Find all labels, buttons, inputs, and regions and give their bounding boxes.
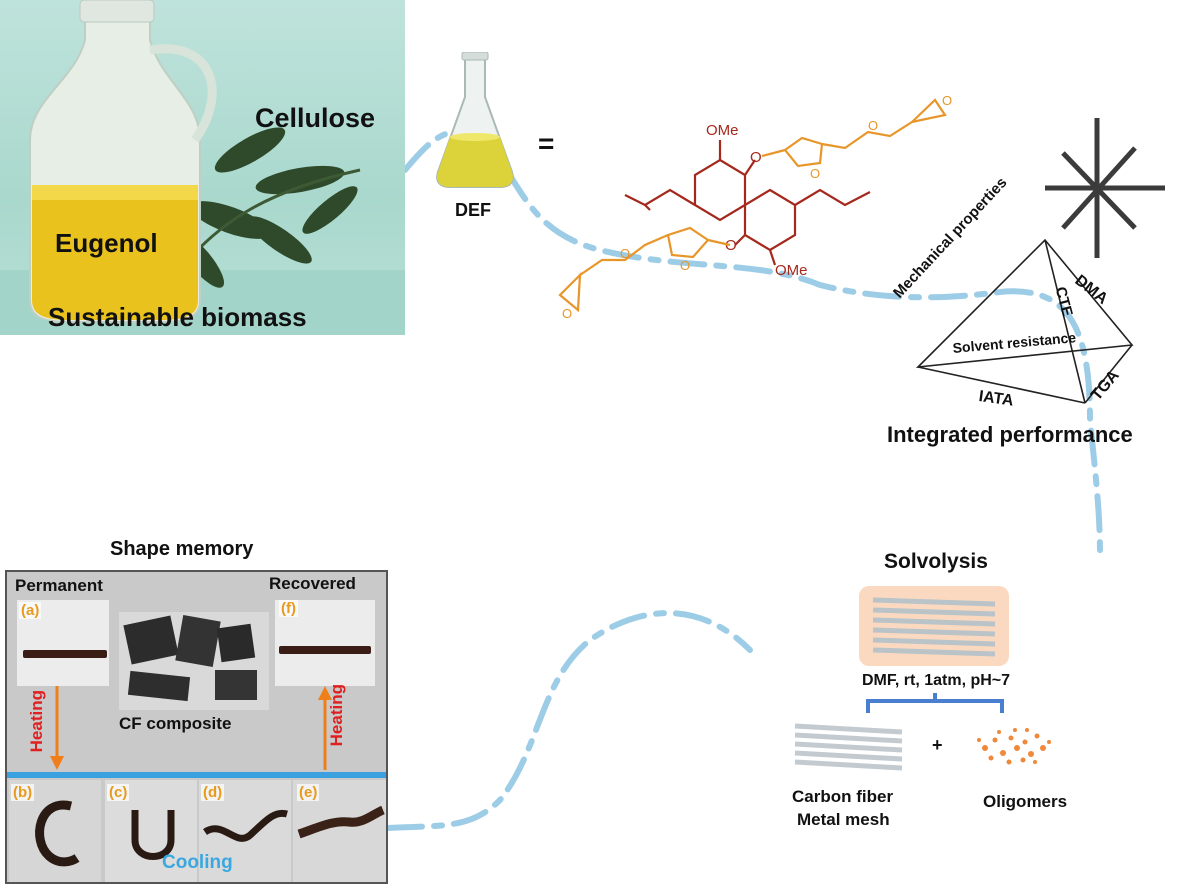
- def-label: DEF: [455, 200, 491, 220]
- def-molecule-structure: OMe OMe O O O O O O O O: [558, 93, 952, 321]
- cellulose-label: Cellulose: [255, 103, 376, 133]
- letter-a: (a): [19, 602, 42, 619]
- panel-divider: [7, 772, 386, 778]
- shape-memory-title: Shape memory: [110, 538, 254, 560]
- solvolysis-title: Solvolysis: [884, 550, 988, 573]
- permanent-label: Permanent: [15, 576, 103, 595]
- letter-b: (b): [11, 784, 35, 801]
- letter-d: (d): [201, 784, 225, 801]
- svg-text:O: O: [810, 166, 820, 181]
- solvolysis-conditions: DMF, rt, 1atm, pH~7: [862, 672, 1011, 689]
- cf-composite-label: CF composite: [119, 714, 232, 733]
- fiber-bundle-grey: [794, 723, 903, 771]
- cooling-label: Cooling: [162, 852, 233, 873]
- sample-a-photo: [17, 600, 109, 686]
- fiber-bundle-orange: [859, 586, 1009, 666]
- sustainable-biomass-label: Sustainable biomass: [48, 302, 307, 332]
- letter-c: (c): [107, 784, 130, 801]
- svg-text:O: O: [942, 93, 952, 108]
- integrated-performance-title: Integrated performance: [887, 422, 1133, 447]
- ome-top-label: OMe: [706, 122, 739, 139]
- heating-arrow-down: [50, 686, 64, 770]
- plus-sign: +: [932, 735, 943, 755]
- ome-bottom-label: OMe: [775, 262, 808, 279]
- equals-sign: =: [538, 128, 555, 159]
- oil-jar-illustration: [0, 0, 405, 335]
- recovered-label: Recovered: [269, 574, 356, 593]
- asterisk-star-icon: [1045, 118, 1165, 258]
- metal-mesh-label: Metal mesh: [797, 810, 890, 829]
- cf-composite-photo: [119, 612, 269, 710]
- biomass-photo: Cellulose Eugenol Sustainable biomass: [0, 0, 405, 335]
- heating-right-label: Heating: [327, 684, 346, 747]
- sample-e-photo: [293, 780, 386, 882]
- svg-text:O: O: [680, 258, 690, 273]
- svg-text:O: O: [725, 237, 737, 254]
- svg-text:O: O: [868, 118, 878, 133]
- svg-text:O: O: [750, 149, 762, 166]
- sample-c-photo: [105, 780, 197, 882]
- heating-arrow-up: [318, 686, 332, 770]
- letter-e: (e): [297, 784, 320, 801]
- heating-left-label: Heating: [27, 690, 46, 753]
- performance-tetrahedron: [915, 238, 1134, 404]
- split-bracket: [866, 693, 1004, 713]
- eugenol-label: Eugenol: [55, 228, 158, 258]
- carbon-fiber-label: Carbon fiber: [792, 787, 894, 806]
- svg-text:O: O: [562, 306, 572, 321]
- oligomers-illustration: [977, 728, 1051, 765]
- oligomers-label: Oligomers: [983, 792, 1068, 811]
- svg-text:O: O: [620, 246, 630, 261]
- letter-f: (f): [279, 600, 298, 617]
- shape-memory-panel: Permanent Recovered (a) CF composite (f)…: [5, 570, 388, 884]
- flask-icon: [436, 52, 514, 188]
